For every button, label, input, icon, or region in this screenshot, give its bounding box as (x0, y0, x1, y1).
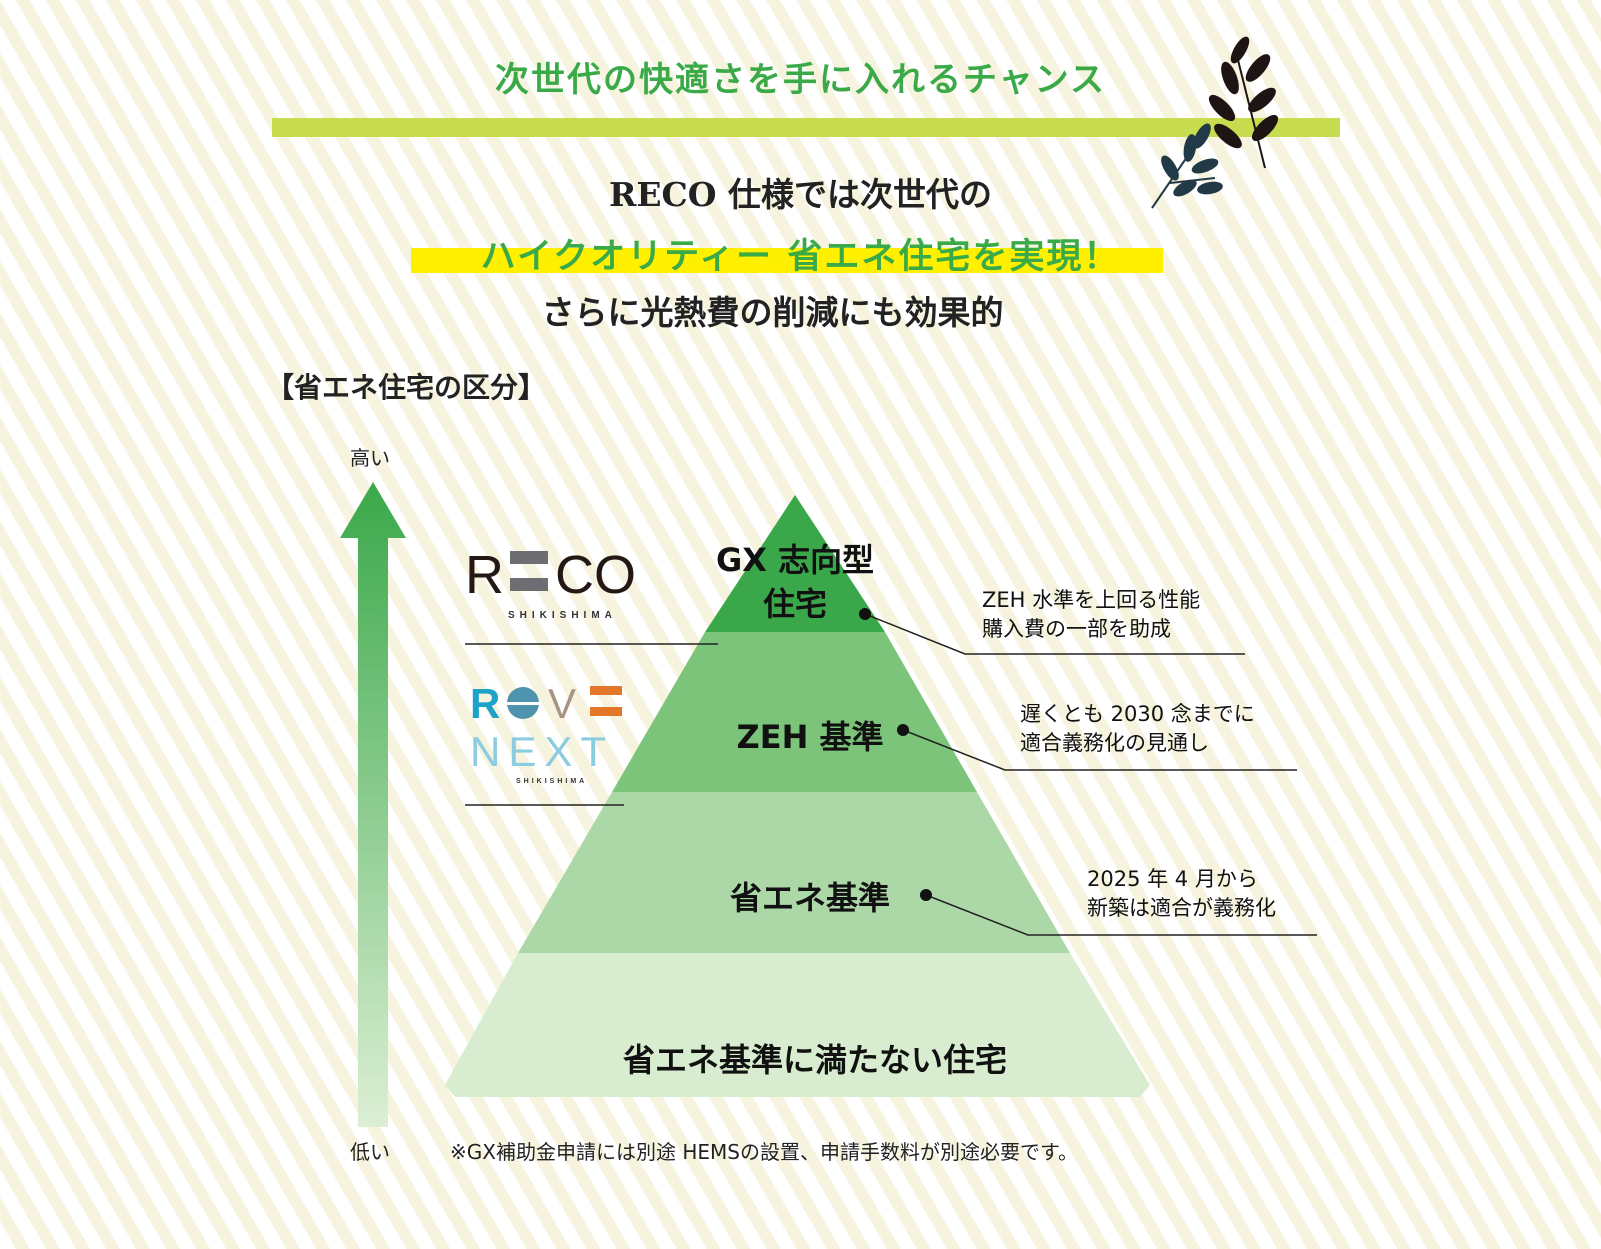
svg-text:CO: CO (555, 545, 636, 605)
svg-text:NEXT: NEXT (470, 728, 614, 775)
annotation-2: 遅くとも 2030 念までに適合義務化の見通し (1020, 702, 1255, 755)
pyramid-level-2 (612, 632, 977, 792)
level-4-label: 省エネ基準に満たない住宅 (622, 1041, 1007, 1079)
headline-line-2: ハイクオリティー 省エネ住宅を実現！ (480, 237, 1121, 277)
svg-text:SHIKISHIMA: SHIKISHIMA (508, 610, 617, 621)
footnote: ※GX補助金申請には別途 HEMSの設置、申請手数料が別途必要です。 (450, 1140, 1078, 1164)
svg-text:V: V (548, 680, 576, 727)
pyramid-level-1 (705, 495, 885, 632)
annotation-1: ZEH 水準を上回る性能購入費の一部を助成 (982, 588, 1201, 641)
axis-high-label: 高い (350, 446, 390, 470)
axis-low-label: 低い (350, 1140, 390, 1164)
level-2-label: ZEH 基準 (736, 718, 884, 756)
annotation-3: 2025 年 4 月から新築は適合が義務化 (1087, 867, 1276, 920)
pyramid-level-4 (445, 953, 1150, 1097)
leaf-decoration-icon (1151, 36, 1279, 209)
quality-arrow-icon (340, 482, 406, 1127)
tagline: 次世代の快適さを手に入れるチャンス (495, 60, 1106, 100)
reco-logo: R CO SHIKISHIMA (465, 545, 636, 621)
divider-bar (272, 118, 1340, 137)
section-title: 【省エネ住宅の区分】 (266, 371, 547, 404)
highlight-marker (411, 248, 1163, 273)
level-3-label: 省エネ基準 (729, 879, 890, 917)
reco-logo-r: R (465, 545, 504, 605)
svg-text:R: R (470, 680, 500, 727)
headline-line-1: RECO 仕様では次世代の (608, 175, 993, 214)
headline-line-3: さらに光熱費の削減にも効果的 (541, 293, 1004, 332)
svg-text:SHIKISHIMA: SHIKISHIMA (516, 778, 587, 785)
pyramid-level-3 (518, 792, 1070, 953)
level-1-label: GX 志向型 住宅 (715, 541, 875, 623)
rove-next-logo: R V NEXT SHIKISHIMA (470, 680, 622, 785)
